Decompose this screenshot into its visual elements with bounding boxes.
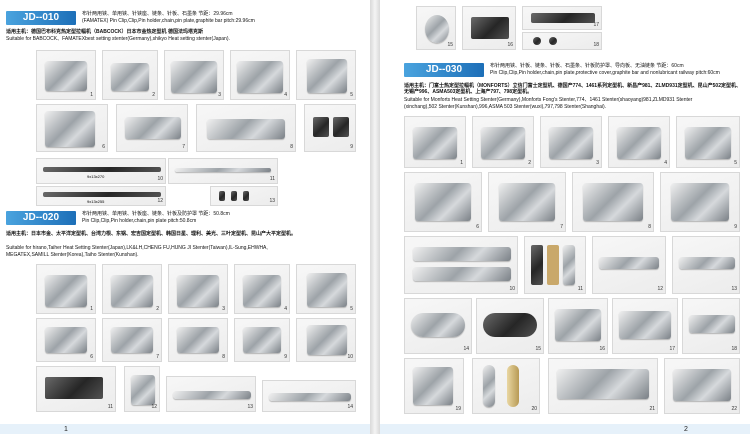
jd020-en-line: Pin Clip,Clip,Pin holder,chain,pin plate…	[82, 218, 197, 224]
top-product-17: 17	[522, 6, 602, 30]
jd030-product-16: 16	[548, 298, 608, 354]
jd020-cn-line: 布针两用铗、单用铗、针板座、链条、针板及防护罩 节距：50.8cm	[82, 211, 230, 217]
jd030-product-10: 10	[404, 236, 518, 294]
jd020-product-12: 12	[124, 366, 160, 412]
jd010-product-2: 2	[102, 50, 158, 100]
jd020-product-3: 3	[168, 264, 228, 314]
jd010-en-line: (FAMATEX) Pin Clip,Clip,Pin holder,chain…	[82, 18, 255, 24]
jd020-apply-cn: 适用主机：日本市金、太平洋定型机、台湾力根、东锅、宏吉国定型机、韩国日星、理利、…	[6, 231, 297, 237]
jd030-product-8: 8	[572, 172, 654, 232]
jd030-product-20: 20	[472, 358, 540, 414]
page-number-right: 2	[684, 426, 688, 433]
jd010-product-5: 5	[296, 50, 356, 100]
jd030-product-14: 14	[404, 298, 472, 354]
jd020-product-10: 10	[296, 318, 356, 362]
catalog-page-right: 15 16 17 18 JD--030 布针两用铗、针板、链条、针板、石墨条、针…	[380, 0, 750, 434]
page-number-left: 1	[64, 426, 68, 433]
top-product-18: 18	[522, 32, 602, 50]
jd030-tag: JD--030	[404, 63, 484, 77]
catalog-page-left: JD--010 布针两用铗、单用铗、针铗座、链条、针板、石墨条 节距：29.96…	[0, 0, 370, 434]
jd030-product-15: 15	[476, 298, 544, 354]
jd030-product-13: 13	[672, 236, 740, 294]
jd030-product-1: 1	[404, 116, 466, 168]
jd020-product-6: 6	[36, 318, 96, 362]
jd010-tag: JD--010	[6, 11, 76, 25]
jd030-product-3: 3	[540, 116, 602, 168]
jd030-product-21: 21	[548, 358, 658, 414]
jd020-apply-en-1: Suitable for hirano,Taiher Heat Setting …	[6, 245, 268, 251]
jd010-product-7: 7	[116, 104, 188, 152]
jd010-product-3: 3	[164, 50, 224, 100]
jd030-product-12: 12	[592, 236, 666, 294]
jd010-product-1: 1	[36, 50, 96, 100]
jd010-cn-line: 布针两用铗、单用铗、针铗座、链条、针板、石墨条 节距：29.96cm	[82, 11, 233, 17]
left-footer-bar	[0, 424, 370, 434]
jd030-product-6: 6	[404, 172, 482, 232]
jd020-product-7: 7	[102, 318, 162, 362]
jd020-product-2: 2	[102, 264, 162, 314]
jd030-product-18: 18	[682, 298, 740, 354]
jd030-product-4: 4	[608, 116, 670, 168]
jd020-tag: JD--020	[6, 211, 76, 225]
jd020-product-4: 4	[234, 264, 290, 314]
jd030-product-9: 9	[660, 172, 740, 232]
jd030-product-7: 7	[488, 172, 566, 232]
jd030-product-2: 2	[472, 116, 534, 168]
jd010-product-9: 9	[304, 104, 356, 152]
jd010-product-4: 4	[230, 50, 290, 100]
jd030-product-5: 5	[676, 116, 740, 168]
jd030-apply-en-1: Suitable for Monforts Heat Setting Stent…	[404, 97, 693, 103]
jd020-product-9: 9	[234, 318, 290, 362]
jd030-en-line: Pin Clip,Clip,Pin holder,chain,pin plate…	[490, 70, 720, 76]
book-gutter	[370, 0, 380, 434]
jd030-product-19: 19	[404, 358, 464, 414]
jd020-product-11: 11	[36, 366, 116, 412]
jd010-product-8: 8	[196, 104, 296, 152]
jd010-product-6: 6	[36, 104, 108, 152]
jd020-apply-en-2: MEGATEX,SAMILL Stenter(Korea),Taiho Sten…	[6, 252, 139, 258]
jd030-cn-line: 布针两用铗、针板、链条、针板、石墨条、针板防护罩、导向板、无油链条 节距：60c…	[490, 63, 684, 69]
right-footer-bar	[380, 424, 750, 434]
jd010-apply-cn: 适用主机：德国巴布科克热定型拉幅机（BABCOCK）日本市金热定型机 德国法玛塔…	[6, 29, 203, 35]
jd020-product-14: 14	[262, 380, 356, 412]
jd010-product-11: 11	[168, 158, 278, 184]
top-product-15: 15	[416, 6, 456, 50]
top-product-16: 16	[462, 6, 516, 50]
jd030-product-11: 11	[524, 236, 586, 294]
jd010-product-13: 13	[210, 186, 278, 206]
jd030-product-22: 22	[664, 358, 740, 414]
jd030-apply-en-2: (xinchang),502 Stenter(Kunshan),996,ASMA…	[404, 104, 607, 110]
jd020-product-8: 8	[168, 318, 228, 362]
jd030-product-17: 17	[612, 298, 678, 354]
jd020-product-13: 13	[166, 376, 256, 412]
jd030-apply-cn: 适用主机：门富士热定型拉幅机（MONFORTS）立信门富士定型机、德国产774、…	[404, 83, 741, 95]
jd020-product-1: 1	[36, 264, 96, 314]
jd010-apply-en: Suitable for BABCOCK、FAMATEXbest setting…	[6, 36, 230, 42]
jd020-product-5: 5	[296, 264, 356, 314]
